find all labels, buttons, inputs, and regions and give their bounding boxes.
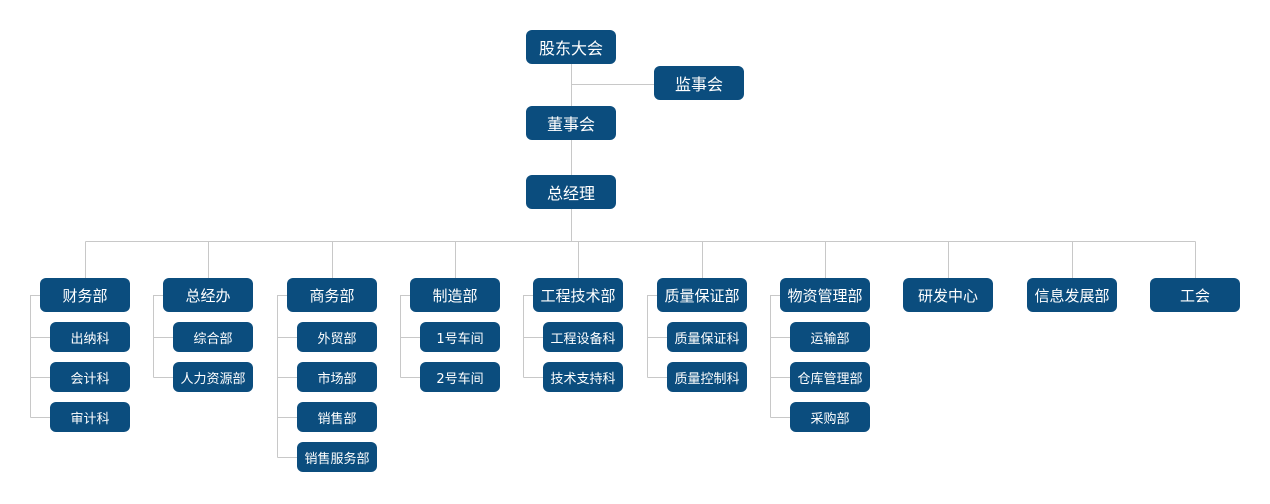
- node-department[interactable]: 工会: [1150, 278, 1240, 312]
- node-department[interactable]: 研发中心: [903, 278, 993, 312]
- node-sub-department[interactable]: 质量控制科: [667, 362, 747, 392]
- node-sub-department[interactable]: 仓库管理部: [790, 362, 870, 392]
- node-department[interactable]: 信息发展部: [1027, 278, 1117, 312]
- node-department[interactable]: 财务部: [40, 278, 130, 312]
- node-department[interactable]: 物资管理部: [780, 278, 870, 312]
- node-supervisory-board[interactable]: 监事会: [654, 66, 744, 100]
- node-sub-department[interactable]: 运输部: [790, 322, 870, 352]
- node-sub-department[interactable]: 销售部: [297, 402, 377, 432]
- node-sub-department[interactable]: 采购部: [790, 402, 870, 432]
- node-sub-department[interactable]: 销售服务部: [297, 442, 377, 472]
- node-sub-department[interactable]: 技术支持科: [543, 362, 623, 392]
- node-sub-department[interactable]: 1号车间: [420, 322, 500, 352]
- node-sub-department[interactable]: 工程设备科: [543, 322, 623, 352]
- node-department[interactable]: 工程技术部: [533, 278, 623, 312]
- node-shareholders-meeting[interactable]: 股东大会: [526, 30, 616, 64]
- node-general-manager[interactable]: 总经理: [526, 175, 616, 209]
- node-sub-department[interactable]: 人力资源部: [173, 362, 253, 392]
- node-sub-department[interactable]: 综合部: [173, 322, 253, 352]
- node-sub-department[interactable]: 会计科: [50, 362, 130, 392]
- node-sub-department[interactable]: 质量保证科: [667, 322, 747, 352]
- node-sub-department[interactable]: 审计科: [50, 402, 130, 432]
- node-sub-department[interactable]: 出纳科: [50, 322, 130, 352]
- node-sub-department[interactable]: 外贸部: [297, 322, 377, 352]
- node-board-of-directors[interactable]: 董事会: [526, 106, 616, 140]
- node-department[interactable]: 总经办: [163, 278, 253, 312]
- node-department[interactable]: 制造部: [410, 278, 500, 312]
- node-sub-department[interactable]: 2号车间: [420, 362, 500, 392]
- node-department[interactable]: 商务部: [287, 278, 377, 312]
- node-sub-department[interactable]: 市场部: [297, 362, 377, 392]
- node-department[interactable]: 质量保证部: [657, 278, 747, 312]
